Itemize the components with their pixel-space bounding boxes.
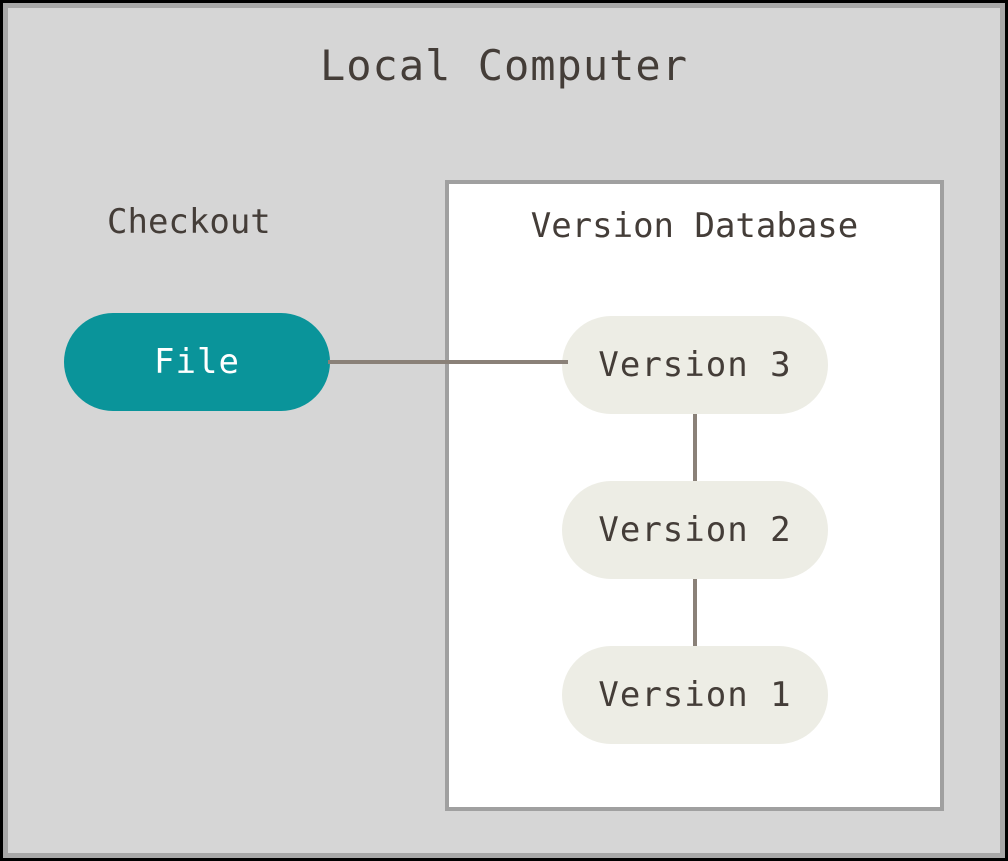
version-database-box: Version Database Version 3 Version 2 Ver…	[445, 180, 944, 811]
file-node-label: File	[154, 342, 240, 382]
edge-file-to-version-3	[328, 360, 568, 364]
version-node-2[interactable]: Version 2	[562, 481, 828, 579]
version-database-label: Version Database	[530, 206, 859, 246]
page-title: Local Computer	[319, 41, 688, 90]
edge-version-2-to-version-1	[693, 571, 697, 656]
version-node-1-label: Version 1	[598, 675, 792, 715]
version-node-2-label: Version 2	[598, 510, 792, 550]
edge-version-3-to-version-2	[693, 406, 697, 491]
version-node-3-label: Version 3	[598, 345, 792, 385]
version-node-1[interactable]: Version 1	[562, 646, 828, 744]
file-node[interactable]: File	[64, 313, 330, 411]
version-node-3[interactable]: Version 3	[562, 316, 828, 414]
checkout-label: Checkout	[107, 202, 271, 242]
